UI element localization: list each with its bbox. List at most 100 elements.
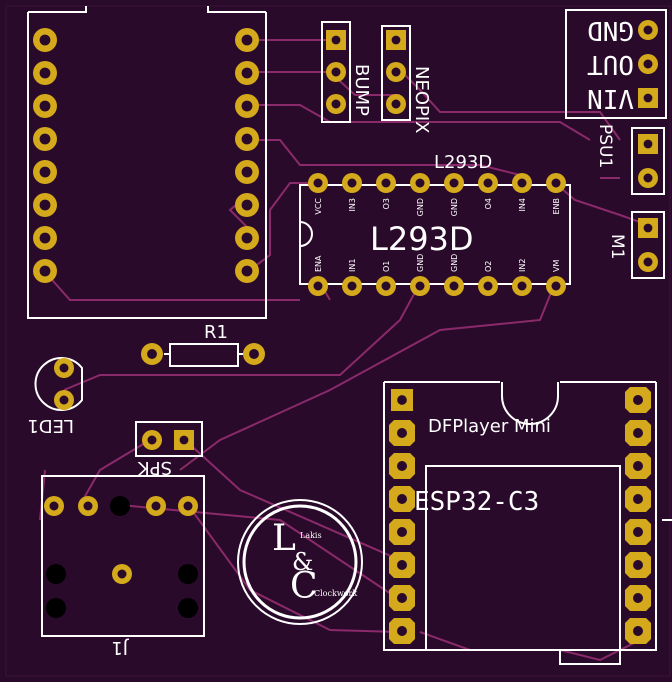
logo-letter-l: L [272, 518, 296, 559]
l293d-pad-top-hole [517, 178, 527, 188]
logo-small-text-1: Lakis [300, 531, 322, 540]
j1-pad-dark [110, 496, 130, 516]
lc-logo [237, 499, 363, 625]
m1-pad-hole [643, 257, 653, 267]
l293d-pad-bottom-hole [347, 281, 357, 291]
label-m1: M1 [607, 234, 627, 259]
label-dfplayer: DFPlayer Mini [428, 416, 551, 437]
left-module [27, 6, 267, 319]
l293d-pin-label: ENB [552, 198, 561, 215]
speaker-connector [135, 421, 203, 457]
l293d-pin-label: O3 [382, 198, 391, 209]
header-psu1 [631, 127, 665, 195]
m1-pad-square-hole [643, 223, 653, 233]
l293d-pin-label: IN3 [348, 198, 357, 211]
dfplayer-pad-right-hole [633, 560, 643, 570]
l293d-pin-label: IN1 [348, 259, 357, 272]
r1-pad-hole [249, 349, 259, 359]
l293d-pin-label: O4 [484, 198, 493, 209]
left-module-pad-right-hole [241, 34, 253, 46]
spk-pad-hole [147, 435, 157, 445]
dfplayer-pad-right-hole [633, 461, 643, 471]
left-module-pad-right-hole [241, 199, 253, 211]
vin-pad-square-hole [643, 93, 653, 103]
r1-pad-hole [147, 349, 157, 359]
dfplayer-pad-right-hole [633, 428, 643, 438]
l293d-pad-bottom-hole [449, 281, 459, 291]
header-gnd-out-vin [565, 9, 667, 119]
left-module-pad-left-hole [39, 265, 51, 277]
psu1-pad-square-hole [643, 139, 653, 149]
bump-pad-hole [331, 99, 341, 109]
neopix-pad-square-hole [391, 35, 401, 45]
label-spk: SPK [137, 457, 172, 478]
dfplayer-pad-left-hole [397, 428, 407, 438]
l293d-pad-bottom-hole [313, 281, 323, 291]
dfplayer-pad-left-hole [397, 560, 407, 570]
dfplayer-pad-left-hole [397, 494, 407, 504]
label-neopix: NEOPIX [411, 66, 432, 134]
header-m1 [631, 211, 665, 279]
l293d-pin-label: O1 [382, 261, 391, 272]
l293d-pin-label: GND [450, 254, 459, 272]
l293d-pin-label: IN2 [518, 259, 527, 272]
l293d-pad-bottom-hole [381, 281, 391, 291]
neopix-pad-hole [391, 99, 401, 109]
psu1-pad-hole [643, 173, 653, 183]
label-psu1: PSU1 [595, 124, 615, 168]
j1-pad-hole [183, 501, 193, 511]
l293d-pin-label: ENA [314, 255, 323, 272]
l293d-pad-top-hole [381, 178, 391, 188]
dfplayer-pad-left-hole [397, 527, 407, 537]
dfplayer-pad-left-hole [397, 593, 407, 603]
logo-ampersand: & [292, 548, 313, 576]
l293d-pad-bottom-hole [551, 281, 561, 291]
l293d-pad-top-hole [551, 178, 561, 188]
dfplayer-pad-left-hole [397, 626, 407, 636]
label-l293d-ref: L293D [434, 152, 492, 173]
dfplayer-pad-right-hole [633, 494, 643, 504]
left-module-pad-right-hole [241, 100, 253, 112]
l293d-pin-label: IN4 [518, 198, 527, 211]
left-module-pad-left-hole [39, 166, 51, 178]
label-led1: LED1 [27, 415, 74, 436]
j1-pad-dark [46, 564, 66, 584]
label-out: OUT [587, 49, 634, 79]
l293d-pad-top-hole [347, 178, 357, 188]
dfplayer-pad-left-hole [397, 461, 407, 471]
out-pad-hole [643, 59, 653, 69]
left-module-pad-right-hole [241, 67, 253, 79]
left-module-pad-left-hole [39, 199, 51, 211]
header-neopix [381, 25, 411, 121]
logo-small-text-2: Clockwork [314, 589, 357, 598]
l293d-pin-label: GND [416, 254, 425, 272]
left-module-pad-right-hole [241, 232, 253, 244]
dfplayer-module [383, 381, 672, 665]
left-module-pad-right-hole [241, 133, 253, 145]
label-r1: R1 [204, 322, 228, 343]
label-vin: VIN [587, 83, 634, 113]
l293d-pad-top-hole [313, 178, 323, 188]
label-gnd: GND [587, 15, 634, 45]
l293d-pin-label: GND [450, 198, 459, 216]
l293d-pin-label: GND [416, 198, 425, 216]
header-bump [321, 21, 351, 123]
logo-letter-c: C [290, 566, 318, 607]
l293d-pad-bottom-hole [517, 281, 527, 291]
dfplayer-pad-right-hole [633, 527, 643, 537]
dfplayer-pad-left-square-hole [397, 395, 407, 405]
label-esp32: ESP32-C3 [414, 487, 539, 517]
left-module-pad-left-hole [39, 34, 51, 46]
l293d-pad-top-hole [483, 178, 493, 188]
dfplayer-pad-right-hole [633, 626, 643, 636]
left-module-pad-left-hole [39, 232, 51, 244]
jack-j1 [41, 475, 205, 637]
l293d-pad-bottom-hole [415, 281, 425, 291]
left-module-pad-right-hole [241, 265, 253, 277]
neopix-pad-hole [391, 67, 401, 77]
pads [33, 20, 658, 644]
left-module-pad-left-hole [39, 100, 51, 112]
bump-pad-hole [331, 67, 341, 77]
